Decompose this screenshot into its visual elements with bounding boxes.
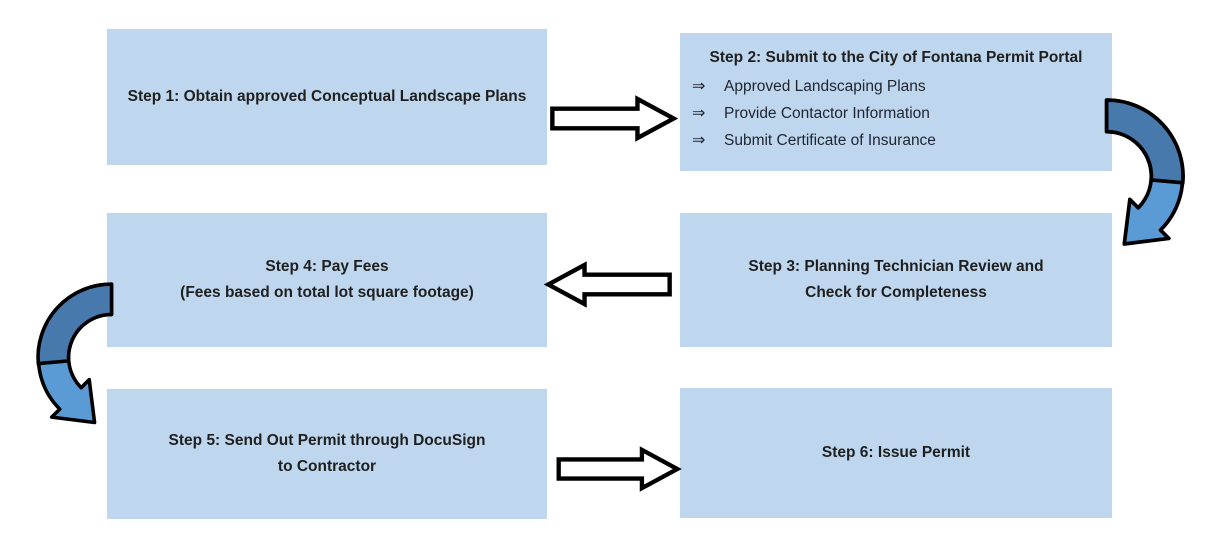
curved-arrow-dark-band — [1104, 98, 1185, 185]
step-2-bullet-1-label: Approved Landscaping Plans — [724, 78, 926, 95]
step-1-box: Step 1: Obtain approved Conceptual Lands… — [107, 29, 547, 165]
step-3-box: Step 3: Planning Technician Review and C… — [680, 213, 1112, 347]
step-6-box: Step 6: Issue Permit — [680, 388, 1112, 518]
step-2-box: Step 2: Submit to the City of Fontana Pe… — [680, 33, 1112, 171]
double-arrow-icon: ⇒ — [692, 105, 706, 122]
arrow-step1-to-step2 — [550, 95, 679, 142]
curved-arrow-step2-to-step3 — [1104, 98, 1185, 246]
step-2-bullet-3: ⇒ Submit Certificate of Insurance — [688, 127, 1104, 154]
arrow-step5-to-step6 — [556, 446, 682, 492]
step-2-bullet-2: ⇒ Provide Contactor Information — [688, 100, 1104, 127]
step-4-label-line2: (Fees based on total lot square footage) — [180, 284, 474, 301]
step-2-title: Step 2: Submit to the City of Fontana Pe… — [709, 49, 1083, 66]
step-4-label-line1: Step 4: Pay Fees — [265, 258, 389, 275]
double-arrow-icon: ⇒ — [692, 78, 706, 95]
step-5-label-line2: to Contractor — [277, 458, 377, 475]
step-3-label-line2: Check for Completeness — [805, 284, 987, 301]
right-arrow-icon — [550, 95, 679, 142]
double-arrow-icon: ⇒ — [692, 132, 706, 149]
step-6-label: Step 6: Issue Permit — [821, 444, 971, 461]
step-5-label-line1: Step 5: Send Out Permit through DocuSign — [168, 432, 486, 449]
step-4-box: Step 4: Pay Fees (Fees based on total lo… — [107, 213, 547, 347]
left-arrow-icon — [543, 261, 672, 308]
step-1-label: Step 1: Obtain approved Conceptual Lands… — [127, 88, 527, 105]
curved-arrow-dark-band — [36, 282, 114, 366]
step-2-bullet-2-label: Provide Contactor Information — [724, 105, 930, 122]
arrow-step3-to-step4 — [543, 261, 672, 308]
right-arrow-icon — [556, 446, 682, 492]
curved-arrow-step4-to-step5 — [36, 282, 114, 425]
step-5-box: Step 5: Send Out Permit through DocuSign… — [107, 389, 547, 519]
step-2-bullet-3-label: Submit Certificate of Insurance — [724, 132, 936, 149]
step-3-label-line1: Step 3: Planning Technician Review and — [748, 258, 1044, 275]
step-2-bullet-1: ⇒ Approved Landscaping Plans — [688, 73, 1104, 100]
